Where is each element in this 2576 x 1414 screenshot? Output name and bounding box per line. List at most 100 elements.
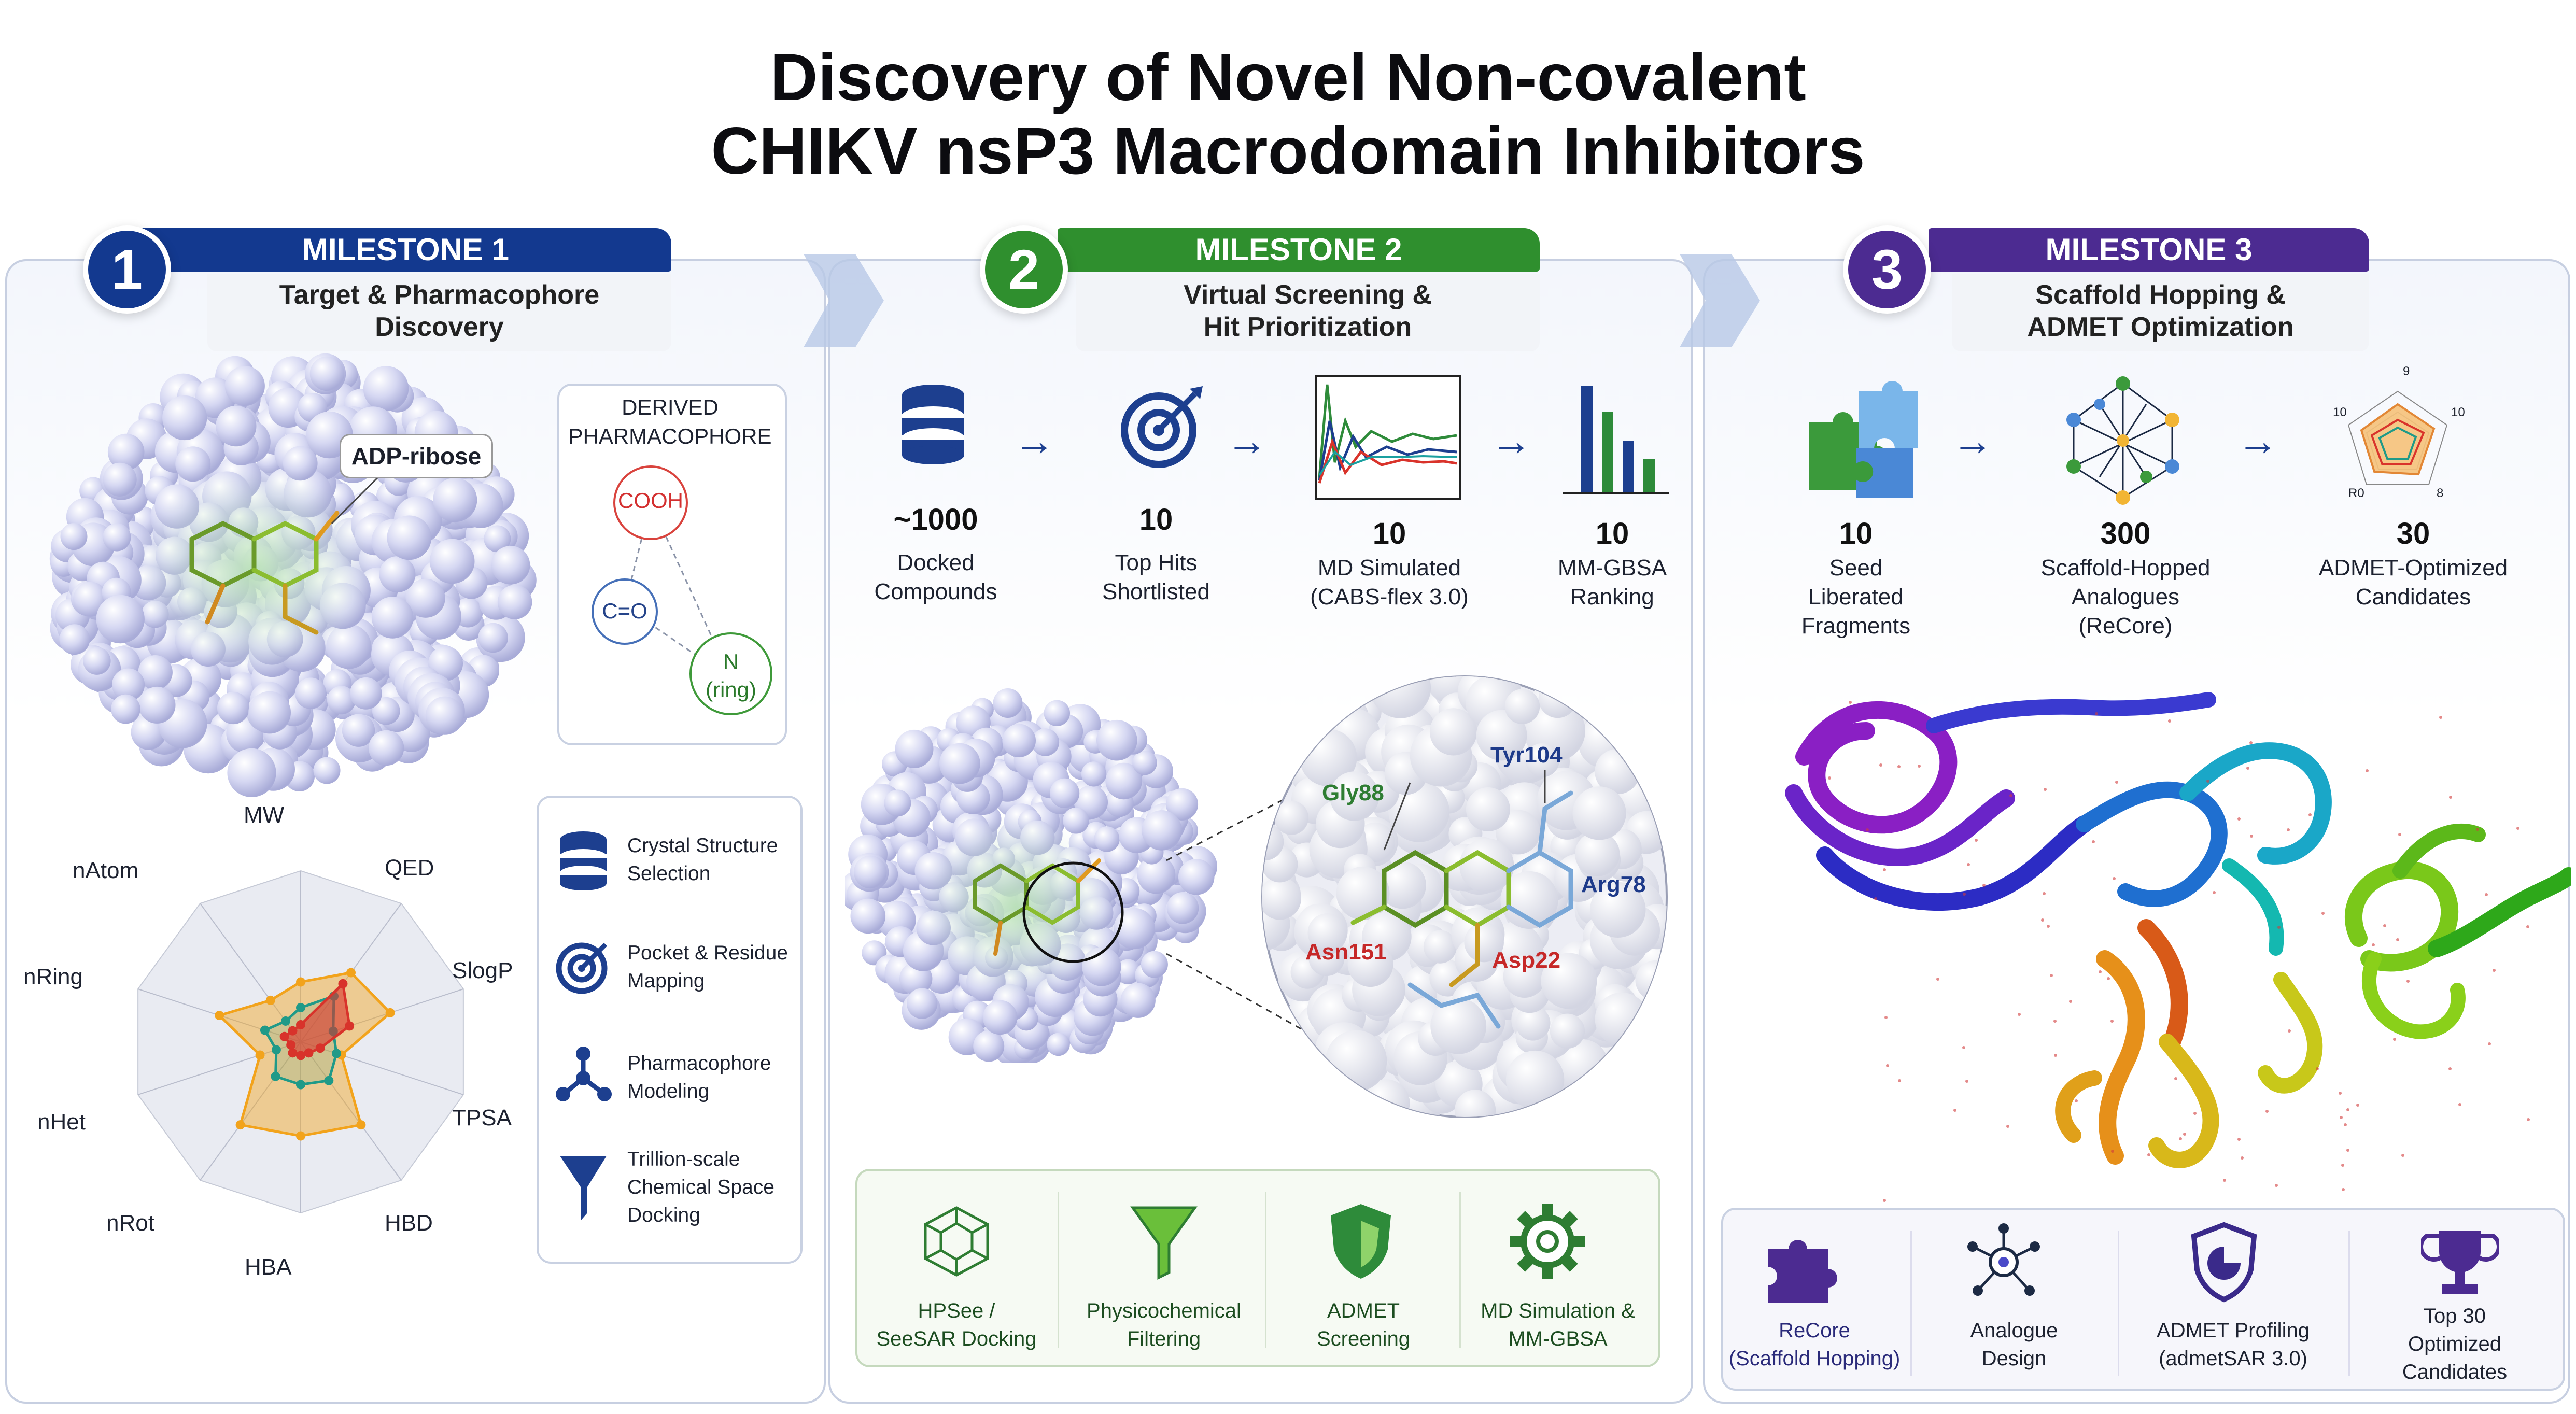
surface-bead bbox=[406, 578, 445, 618]
scatter-dot bbox=[2069, 1000, 2072, 1003]
surface-bead bbox=[1541, 953, 1597, 1009]
surface-bead bbox=[1635, 960, 1667, 1001]
radar-point bbox=[345, 1021, 355, 1031]
surface-bead bbox=[138, 686, 176, 724]
pharmacophore-title-line: PHARMACOPHORE bbox=[568, 424, 772, 448]
scatter-dot bbox=[1879, 763, 1882, 767]
scatter-dot bbox=[2050, 974, 2053, 977]
network-icon bbox=[2066, 376, 2179, 505]
scatter-dot bbox=[2398, 833, 2401, 836]
surface-bead bbox=[1496, 810, 1540, 855]
pharmacophore-diagram bbox=[592, 465, 772, 715]
flow-arrow-icon: → bbox=[1226, 418, 1268, 464]
scatter-dot bbox=[2372, 943, 2375, 946]
tool-label-line: SeeSAR Docking bbox=[876, 1327, 1037, 1350]
scatter-dot bbox=[2107, 977, 2110, 980]
tool-label-line: ADMET bbox=[1327, 1299, 1400, 1322]
flow-label-line: Seed bbox=[1829, 555, 1883, 581]
radar-spoke bbox=[300, 1041, 402, 1181]
scatter-dot bbox=[2526, 925, 2529, 928]
radar-axis-label: MW bbox=[244, 802, 285, 828]
scatter-dot bbox=[2006, 1125, 2009, 1128]
scatter-dot bbox=[2054, 1054, 2057, 1057]
surface-bead bbox=[1464, 923, 1504, 963]
scatter-dot bbox=[2237, 1138, 2241, 1141]
pharmacophore-n-line: (ring) bbox=[705, 677, 756, 702]
surface-bead bbox=[491, 546, 530, 585]
scatter-dot bbox=[2356, 1104, 2359, 1107]
pharmacophore-title: DERIVED PHARMACOPHORE bbox=[557, 393, 783, 451]
surface-bead bbox=[1515, 1006, 1551, 1041]
surface-bead bbox=[216, 405, 257, 447]
subtitle-line: Target & Pharmacophore bbox=[279, 280, 600, 310]
network-icon bbox=[556, 1047, 612, 1101]
scatter-dot bbox=[2044, 788, 2047, 791]
flow-label-line: Compounds bbox=[874, 579, 997, 604]
radar-axis-label: HBA bbox=[245, 1254, 292, 1280]
flow-count: 30 bbox=[2396, 517, 2430, 550]
scatter-dot bbox=[1897, 765, 1901, 768]
pharmacophore-title-line: DERIVED bbox=[622, 395, 719, 419]
arrow-icon bbox=[1680, 254, 1760, 347]
puzzle-icon bbox=[1768, 1239, 1837, 1303]
surface-bead bbox=[371, 597, 414, 639]
surface-bead bbox=[175, 446, 211, 482]
flow-count: ~1000 bbox=[893, 503, 978, 536]
surface-bead bbox=[1114, 908, 1155, 950]
surface-bead bbox=[60, 523, 88, 550]
surface-bead bbox=[387, 515, 432, 560]
radar-point bbox=[296, 1051, 305, 1060]
radar-axis-label: HBD bbox=[385, 1210, 433, 1236]
surface-bead bbox=[1050, 778, 1080, 808]
radar-point bbox=[315, 1043, 325, 1053]
tool-label-line: Screening bbox=[1316, 1327, 1411, 1350]
milestone-1-label: MILESTONE 1 bbox=[140, 228, 671, 272]
radar-icon-label: 10 bbox=[2451, 405, 2465, 419]
radar-point bbox=[265, 995, 275, 1005]
scatter-dot bbox=[2476, 828, 2479, 831]
surface-bead bbox=[884, 789, 911, 817]
scatter-dot bbox=[2321, 912, 2325, 915]
radar-point bbox=[280, 1016, 290, 1026]
surface-bead bbox=[1572, 786, 1626, 840]
shield-icon bbox=[2191, 1222, 2257, 1303]
surface-bead bbox=[1047, 1033, 1070, 1056]
scatter-dot bbox=[2111, 1150, 2114, 1153]
scatter-dot bbox=[2249, 741, 2253, 744]
scatter-dot bbox=[1886, 1064, 1889, 1067]
radar-axis-label: QED bbox=[385, 855, 434, 881]
radar-axis-label: nHet bbox=[37, 1109, 86, 1135]
surface-bead bbox=[993, 688, 1023, 718]
flow-label-line: Scaffold-Hopped bbox=[2040, 555, 2211, 581]
surface-bead bbox=[1165, 788, 1199, 821]
surface-bead bbox=[1002, 724, 1036, 758]
subtitle-line: Discovery bbox=[375, 312, 504, 342]
protein-surface-image bbox=[49, 353, 537, 797]
scatter-dot bbox=[1849, 701, 1852, 704]
tool-label-line: Filtering bbox=[1127, 1327, 1201, 1350]
flow-arrow-icon: → bbox=[2237, 418, 2278, 464]
surface-bead bbox=[433, 478, 477, 522]
adp-ribose-callout: ADP-ribose bbox=[340, 434, 493, 478]
surface-bead bbox=[313, 757, 341, 784]
surface-bead bbox=[1423, 930, 1457, 964]
flow-arrow-icon: → bbox=[1490, 418, 1532, 464]
scatter-dot bbox=[2183, 1133, 2186, 1136]
scatter-dot bbox=[2383, 924, 2386, 927]
radar-point bbox=[255, 1050, 265, 1060]
radar-point bbox=[304, 1048, 314, 1058]
flow-label-line: Analogues bbox=[2072, 584, 2179, 610]
scatter-dot bbox=[2488, 1042, 2491, 1045]
scatter-dot bbox=[2366, 769, 2369, 772]
surface-bead bbox=[96, 595, 145, 644]
residue-label: Tyr104 bbox=[1490, 742, 1563, 768]
step-line: Pocket & Residue bbox=[627, 942, 789, 964]
page-title-line2: CHIKV nsP3 Macrodomain Inhibitors bbox=[711, 114, 1865, 188]
surface-bead bbox=[425, 696, 464, 735]
step-line: Chemical Space bbox=[627, 1176, 775, 1198]
